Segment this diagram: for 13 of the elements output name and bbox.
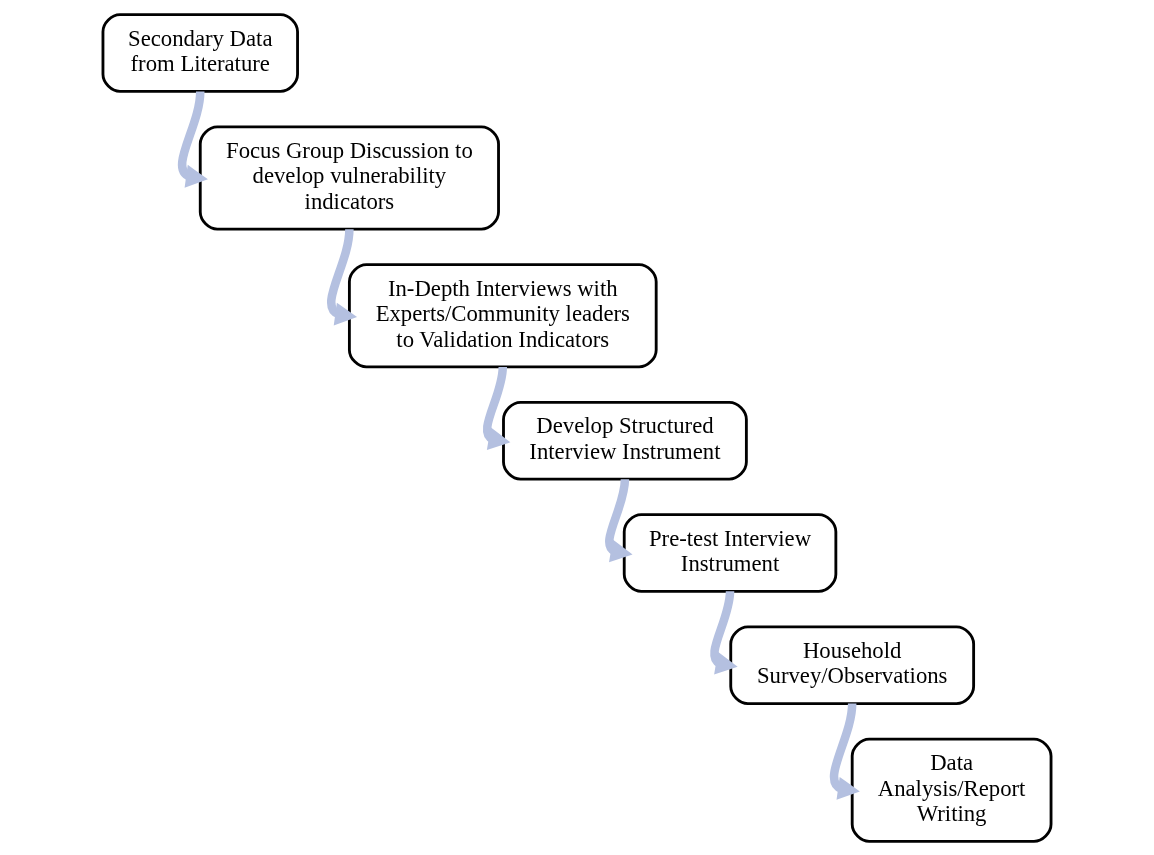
arrow [829,702,860,800]
node-box: Data Analysis/Report Writing [850,737,1053,843]
node-box: Develop Structured Interview Instrument [502,400,748,481]
node-box: Household Survey/Observations [729,624,976,705]
arrow [177,90,208,188]
node-box: In-Depth Interviews with Experts/Community leaders to Validation Indicators [347,262,658,368]
arrow [327,228,358,325]
arrow [482,366,511,450]
node-box: Secondary Data from Literature [101,12,299,93]
node-box: Focus Group Discussion to develop vulnerability indicators [198,124,500,231]
node-box: Pre-test Interview Instrument [622,512,838,593]
arrow [605,478,633,562]
arrow [710,590,738,674]
